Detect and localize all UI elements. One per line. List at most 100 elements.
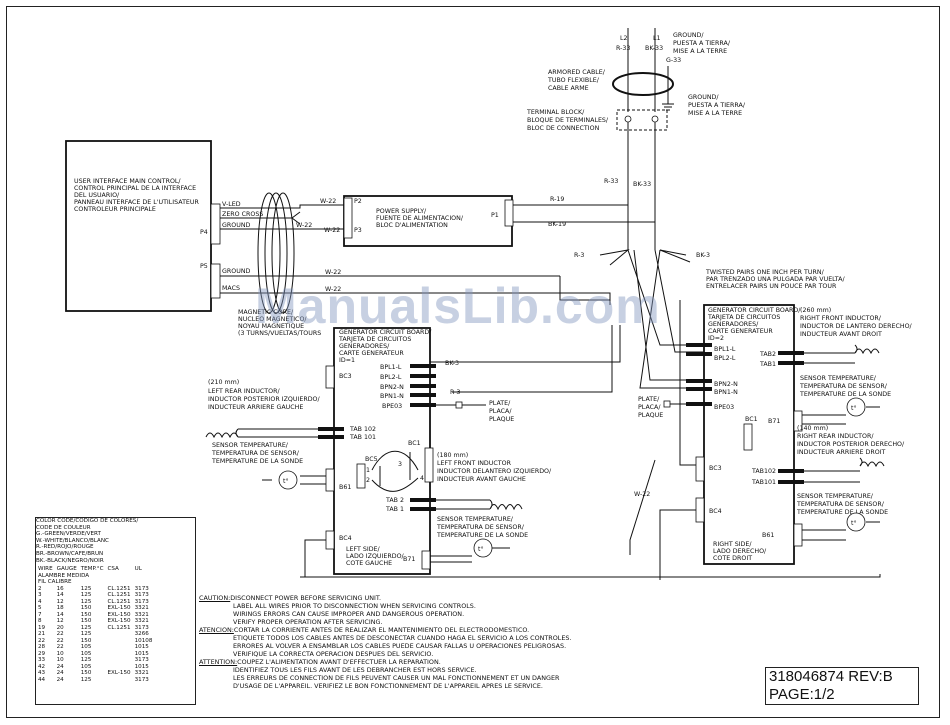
caution-heading: ATENCION: [199, 626, 234, 634]
l-bk3-label: BK-3 [445, 360, 459, 367]
caution-text: LABEL ALL WIRES PRIOR TO DISCONNECTION W… [233, 602, 476, 610]
l-tab2-label: TAB 2 [385, 497, 404, 504]
table-cell: CL.1251 [107, 624, 131, 631]
svg-text:(180 mm): (180 mm) [437, 452, 468, 459]
caution-line: CAUTION:DISCONNECT POWER BEFORE SERVICIN… [199, 594, 617, 602]
table-cell: 7 [38, 611, 42, 618]
caution-text: CORTAR LA CORRIENTE ANTES DE REALIZAR EL… [233, 626, 530, 634]
table-cell: 14 [56, 611, 64, 618]
caution-line: ETIQUETE TODOS LOS CABLES ANTES DE DESCO… [199, 634, 617, 642]
power-supply-p2-p3 [343, 197, 353, 239]
caution-line: LES ERREURS DE CONNECTION DE FILS PEUVEN… [199, 674, 617, 682]
table-cell: 12 [56, 618, 64, 625]
svg-text:SENSOR TEMPERATURE/: SENSOR TEMPERATURE/ [797, 493, 874, 500]
table-cell: 3321 [134, 670, 149, 677]
l-plate-label: PLATE/ PLACA/ PLAQUE [489, 400, 514, 423]
w22c-label: W-22 [324, 227, 340, 234]
r-bpl1l: BPL1-L [714, 346, 736, 353]
caution-text: ERRORES AL VOLVER A ENSAMBLAR LOS CABLES… [233, 642, 567, 650]
w22b-label: W-22 [296, 222, 312, 229]
table-cell: 125 [80, 592, 92, 599]
caution-heading: CAUTION: [199, 594, 231, 602]
left-rear-sensor-leads [262, 475, 326, 485]
table-cell: 2 [38, 585, 42, 592]
magnetic-core-label: MAGNETIC CORE/ NUCLEO MAGNETICO/ NOYAU M… [238, 309, 321, 337]
l-b71: B71 [403, 556, 415, 563]
r-tab-bpe03 [686, 402, 712, 406]
left-rear-sensor-label: SENSOR TEMPERATURE/ TEMPERATURA DE SENSO… [211, 442, 303, 465]
table-cell: 150 [80, 618, 92, 625]
ui-main-control-title: USER INTERFACE MAIN CONTROL/ CONTROL PRI… [74, 178, 200, 213]
table-cell: 10108 [134, 637, 153, 644]
svg-text:TEMPERATURA DE SENSOR/: TEMPERATURA DE SENSOR/ [211, 450, 300, 457]
l-bc5-bc1-wiring [371, 450, 419, 492]
svg-text:POWER SUPPLY/: POWER SUPPLY/ [376, 208, 427, 215]
caution-text: IDENTIFIEZ TOUS LES FILS AVANT DE LES DE… [233, 666, 477, 674]
r-plate-terminal [663, 400, 671, 408]
svg-text:BLOQUE DE TERMINALES/: BLOQUE DE TERMINALES/ [527, 117, 609, 124]
r-b71: B71 [768, 418, 780, 425]
caution-text: DISCONNECT POWER BEFORE SERVICING UNIT. [230, 594, 382, 602]
table-cell: 22 [56, 644, 64, 651]
svg-text:ID=2: ID=2 [708, 335, 724, 342]
svg-text:(140 mm): (140 mm) [797, 425, 828, 432]
macs-label: MACS [222, 285, 240, 292]
right-front-inductor-leads [804, 352, 855, 364]
terminal-l1 [651, 115, 659, 123]
l-bc3: BC3 [339, 373, 352, 380]
table-cell: 22 [56, 637, 64, 644]
doc-number-text: 318046874 REV:B [769, 668, 893, 685]
svg-text:TERMINAL BLOCK/: TERMINAL BLOCK/ [526, 109, 585, 116]
caution-text: LES ERREURS DE CONNECTION DE FILS PEUVEN… [233, 674, 560, 682]
table-cell: 3173 [134, 657, 149, 664]
caution-text: COUPEZ L'ALIMENTATION AVANT D'EFFECTUER … [237, 658, 441, 666]
caution-text: VERIFY PROPER OPERATION AFTER SERVICING. [233, 618, 383, 626]
table-cell: 3321 [134, 611, 149, 618]
svg-text:GENERADORES/: GENERADORES/ [339, 343, 390, 350]
svg-text:TARJETA DE CIRCUITOS: TARJETA DE CIRCUITOS [338, 336, 411, 343]
r-tab2 [778, 351, 804, 355]
svg-text:RIGHT REAR INDUCTOR/: RIGHT REAR INDUCTOR/ [797, 433, 874, 440]
svg-text:CABLE ARME: CABLE ARME [548, 85, 589, 92]
l2-label: L2 [620, 35, 628, 42]
svg-text:PAR TRENZADO UNA PULGADA PAR V: PAR TRENZADO UNA PULGADA PAR VUELTA/ [706, 276, 845, 283]
svg-text:PLACA/: PLACA/ [489, 408, 512, 415]
svg-text:GENERATOR CIRCUIT BOARD/: GENERATOR CIRCUIT BOARD/ [708, 307, 801, 314]
svg-text:PUESTA A TIERRA/: PUESTA A TIERRA/ [688, 102, 746, 109]
table-cell: 22 [38, 637, 46, 644]
l-tab-bpl1l [410, 364, 436, 368]
table-cell: 1015 [134, 663, 149, 670]
power-supply-feed [513, 204, 655, 223]
l-b71-connector [421, 550, 431, 570]
table-cell: 3321 [134, 605, 149, 612]
l-bc4: BC4 [339, 535, 352, 542]
caution-line: D'USAGE DE L'APPAREIL. VERIFIEZ LE BON F… [199, 682, 617, 690]
twist-pointers [599, 249, 691, 266]
table-cell: 125 [80, 631, 92, 638]
armored-cable-sheath [612, 72, 674, 96]
terminal-block-label: TERMINAL BLOCK/ BLOQUE DE TERMINALES/ BL… [526, 109, 609, 132]
r-tab101 [778, 480, 804, 484]
table-cell: 12 [56, 598, 64, 605]
table-cell: 24 [56, 676, 64, 683]
svg-text:GROUND/: GROUND/ [688, 94, 719, 101]
table-cell: 105 [80, 650, 92, 657]
table-cell: 29 [38, 650, 46, 657]
table-cell: 1015 [134, 650, 149, 657]
l-bpe03: BPE03 [382, 403, 402, 410]
p4-connector [210, 203, 221, 245]
svg-text:TWISTED PAIRS ONE INCH PER TUR: TWISTED PAIRS ONE INCH PER TURN/ [705, 269, 825, 276]
caution-line: ATENCION:CORTAR LA CORRIENTE ANTES DE RE… [199, 626, 617, 634]
ground2-label: GROUND [222, 268, 251, 275]
r-tab-bpn2n [686, 379, 712, 383]
table-subheader-row: FIL CALIBRE [36, 579, 154, 586]
w22e-label: W-22 [325, 286, 341, 293]
